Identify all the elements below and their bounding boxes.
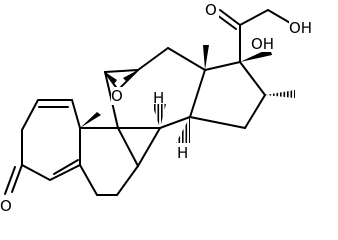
hash-methyl-c16: [265, 90, 295, 98]
atom-labels: O OH OH O O H H: [0, 1, 313, 215]
wedge-epoxide-1: [105, 72, 117, 84]
side-chain: [216, 9, 293, 63]
atom-hydroxyl-17: OH: [251, 35, 274, 53]
atom-epoxide-oxygen: O: [111, 87, 123, 105]
atom-h-8: H: [153, 89, 164, 107]
wedge-methyl-c13: [203, 45, 209, 70]
ring-c: [104, 47, 206, 167]
hash-h14: [176, 117, 190, 143]
ring-a: [4, 99, 81, 195]
atom-enone-oxygen: O: [0, 197, 12, 215]
wedge-methyl-c10: [80, 112, 101, 128]
stereo-bonds: [80, 45, 295, 143]
wedge-epoxide-2: [123, 70, 138, 82]
atom-hydroxyl-acetyl: OH: [289, 19, 312, 37]
atom-h-14: H: [177, 144, 188, 162]
ring-d: [189, 61, 266, 129]
hash-h8: [152, 104, 166, 128]
molecular-structure: O OH OH O O H H: [0, 1, 313, 215]
ring-b: [79, 127, 139, 196]
atom-ketone-oxygen: O: [205, 1, 217, 19]
